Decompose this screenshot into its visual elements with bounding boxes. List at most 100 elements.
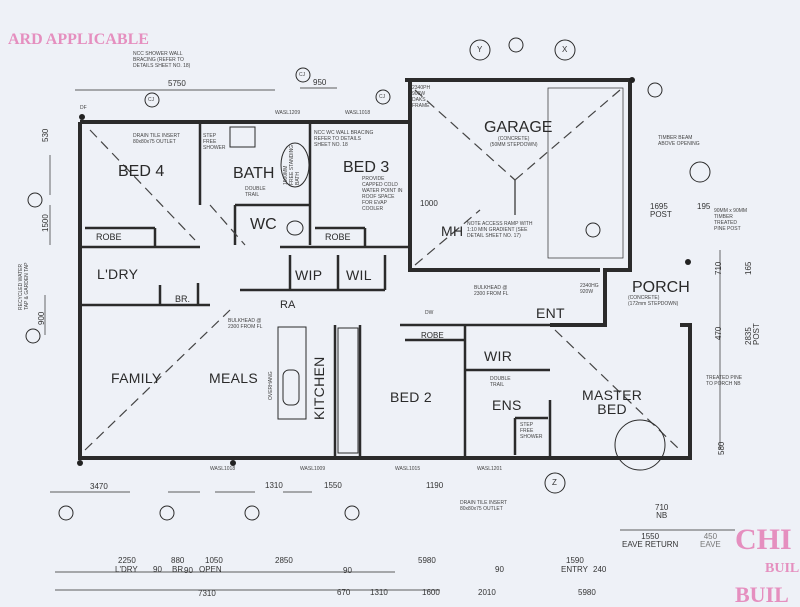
note-garage-frame: 2340PH 900W DAKS FRAME <box>412 85 431 109</box>
room-label-mh: MH <box>441 223 464 239</box>
room-label-master-bed: MASTER BED <box>582 387 643 417</box>
dim-label: BR. <box>172 565 186 574</box>
room-label-laundry: L'DRY <box>97 266 139 282</box>
title-block-line-3: BUIL <box>735 582 789 607</box>
dim-value: 2250 <box>118 556 136 565</box>
dimension: 710 <box>714 261 723 275</box>
title-block-line-2: BUIL <box>765 561 800 576</box>
room-label-family: FAMILY <box>111 370 162 386</box>
dimension-row-2-value: 1310 <box>370 588 388 597</box>
dimension-row-2-value: 670 <box>337 588 351 597</box>
note-capped-water: PROVIDE CAPPED COLD WATER POINT IN ROOF … <box>362 176 403 212</box>
note-recycled-water: RECYCLED WATER TAP & GARDEN TAP <box>18 262 30 310</box>
note-wc-bracing: NCC WC WALL BRACING REFER TO DETAILS SHE… <box>314 130 374 148</box>
dimension: 530 <box>41 128 50 142</box>
note-double-towel: DOUBLE TRAIL <box>245 186 266 198</box>
note-step-free-shower: STEP FREE SHOWER <box>203 133 226 151</box>
section-marker-y: Y <box>477 45 483 54</box>
window-label: WASL1201 <box>477 466 503 472</box>
dimension-row-2-value: 5980 <box>578 588 596 597</box>
note-garage-sub: (CONCRETE) (50MM STEPDOWN) <box>490 136 538 148</box>
dimension: 450 EAVE <box>700 532 721 549</box>
room-label-ens: ENS <box>492 397 522 413</box>
interior-walls <box>80 122 552 458</box>
note-free-standing-bath: 1500MM FREE STANDING BATH <box>283 144 301 185</box>
note-door-size: 2340HG 920W <box>580 283 599 295</box>
control-joint-marker: CJ <box>148 97 155 103</box>
dimension: 1550 <box>324 481 342 490</box>
dimension: 1500 <box>41 214 50 232</box>
dimension: 470 <box>714 326 723 340</box>
dim-value: 240 <box>593 565 607 574</box>
room-label-ent: ENT <box>536 305 565 321</box>
room-label-wil: WIL <box>346 267 372 283</box>
note-drain-tile: DRAIN TILE INSERT 80x80x75 OUTLET <box>133 133 181 145</box>
note-shower-bracing: NCC SHOWER WALL BRACING (REFER TO DETAIL… <box>133 51 191 69</box>
window-label: WASL1009 <box>300 466 326 472</box>
room-label-bed3: BED 3 <box>343 159 390 176</box>
dim-value: 880 <box>171 556 185 565</box>
dim-label: L'DRY <box>115 565 138 574</box>
banner-text: ARD APPLICABLE <box>8 31 149 48</box>
dim-value: 90 <box>184 566 193 575</box>
dim-value: 90 <box>495 565 504 574</box>
room-label-robe-bed4: ROBE <box>96 232 122 242</box>
dim-value: 2850 <box>275 556 293 565</box>
dimension: 580 <box>717 441 726 455</box>
dim-label: ENTRY <box>561 565 588 574</box>
dim-label: OPEN <box>199 565 222 574</box>
room-label-wir: WIR <box>484 348 513 364</box>
note-overhang: OVERHANG <box>268 371 274 400</box>
dimension: 1550 EAVE RETURN <box>622 532 679 549</box>
control-joint-marker: CJ <box>379 94 386 100</box>
dimension: 1000 <box>420 199 438 208</box>
dimension-row-2-value: 7310 <box>198 589 216 598</box>
dimension: 1190 <box>426 481 444 490</box>
window-label: WASL1018 <box>345 110 371 116</box>
room-label-br: BR. <box>175 294 191 304</box>
note-drain-tile-bottom: DRAIN TILE INSERT 80x80x75 OUTLET <box>460 500 508 512</box>
room-label-robe-bed2: ROBE <box>421 331 444 340</box>
title-block-line-1: CHI <box>735 523 792 556</box>
room-label-wip: WIP <box>295 267 323 283</box>
note-double-towel-ens: DOUBLE TRAIL <box>490 376 511 388</box>
dimension: 1695 POST <box>650 202 672 219</box>
dimension-row-2-value: 1600 <box>422 588 440 597</box>
dimension: 710 NB <box>655 503 669 520</box>
dimension: 950 <box>313 78 327 87</box>
dimension: 1310 <box>265 481 283 490</box>
exterior-walls <box>78 78 692 460</box>
note-dw: DW <box>425 310 434 316</box>
room-label-wc: WC <box>250 216 277 233</box>
room-label-meals: MEALS <box>209 370 258 386</box>
section-marker-x: X <box>562 45 568 54</box>
dimension-row-2-value: 2010 <box>478 588 496 597</box>
window-label: WASL1018 <box>210 466 236 472</box>
note-treated-pine: TREATED PINE TO PORCH NB <box>706 375 743 387</box>
dimension: 5750 <box>168 79 186 88</box>
room-label-ra: RA <box>280 299 296 311</box>
dimension: 165 <box>744 261 753 275</box>
dimension: 195 <box>697 202 711 211</box>
note-access-ramp: NOTE ACCESS RAMP WITH 1:10 MIN GRADIENT … <box>467 221 533 239</box>
room-label-robe-bed3: ROBE <box>325 232 351 242</box>
note-porch-sub: (CONCRETE) (172mm STEPDOWN) <box>628 295 679 307</box>
room-label-bed2: BED 2 <box>390 389 432 405</box>
note-bulkhead-ent: BULKHEAD @ 2300 FROM FL <box>474 285 509 297</box>
dim-value: 1590 <box>566 556 584 565</box>
window-label: WASL1209 <box>275 110 301 116</box>
dimension: 3470 <box>90 482 108 491</box>
room-label-garage: GARAGE <box>484 119 553 136</box>
note-timber-post: 90MM x 90MM TIMBER TREATED PINE POST <box>714 208 748 232</box>
downpipe-marker: DF <box>80 105 87 111</box>
room-label-bath: BATH <box>233 165 275 182</box>
dim-value: 90 <box>343 566 352 575</box>
section-marker-z: Z <box>552 478 557 487</box>
room-label-porch: PORCH <box>632 279 690 296</box>
room-label-kitchen: KITCHEN <box>311 356 327 420</box>
dimension: 900 <box>37 311 46 325</box>
note-step-free-shower-ens: STEP FREE SHOWER <box>520 422 543 440</box>
dim-value: 1050 <box>205 556 223 565</box>
window-label: WASL1015 <box>395 466 421 472</box>
